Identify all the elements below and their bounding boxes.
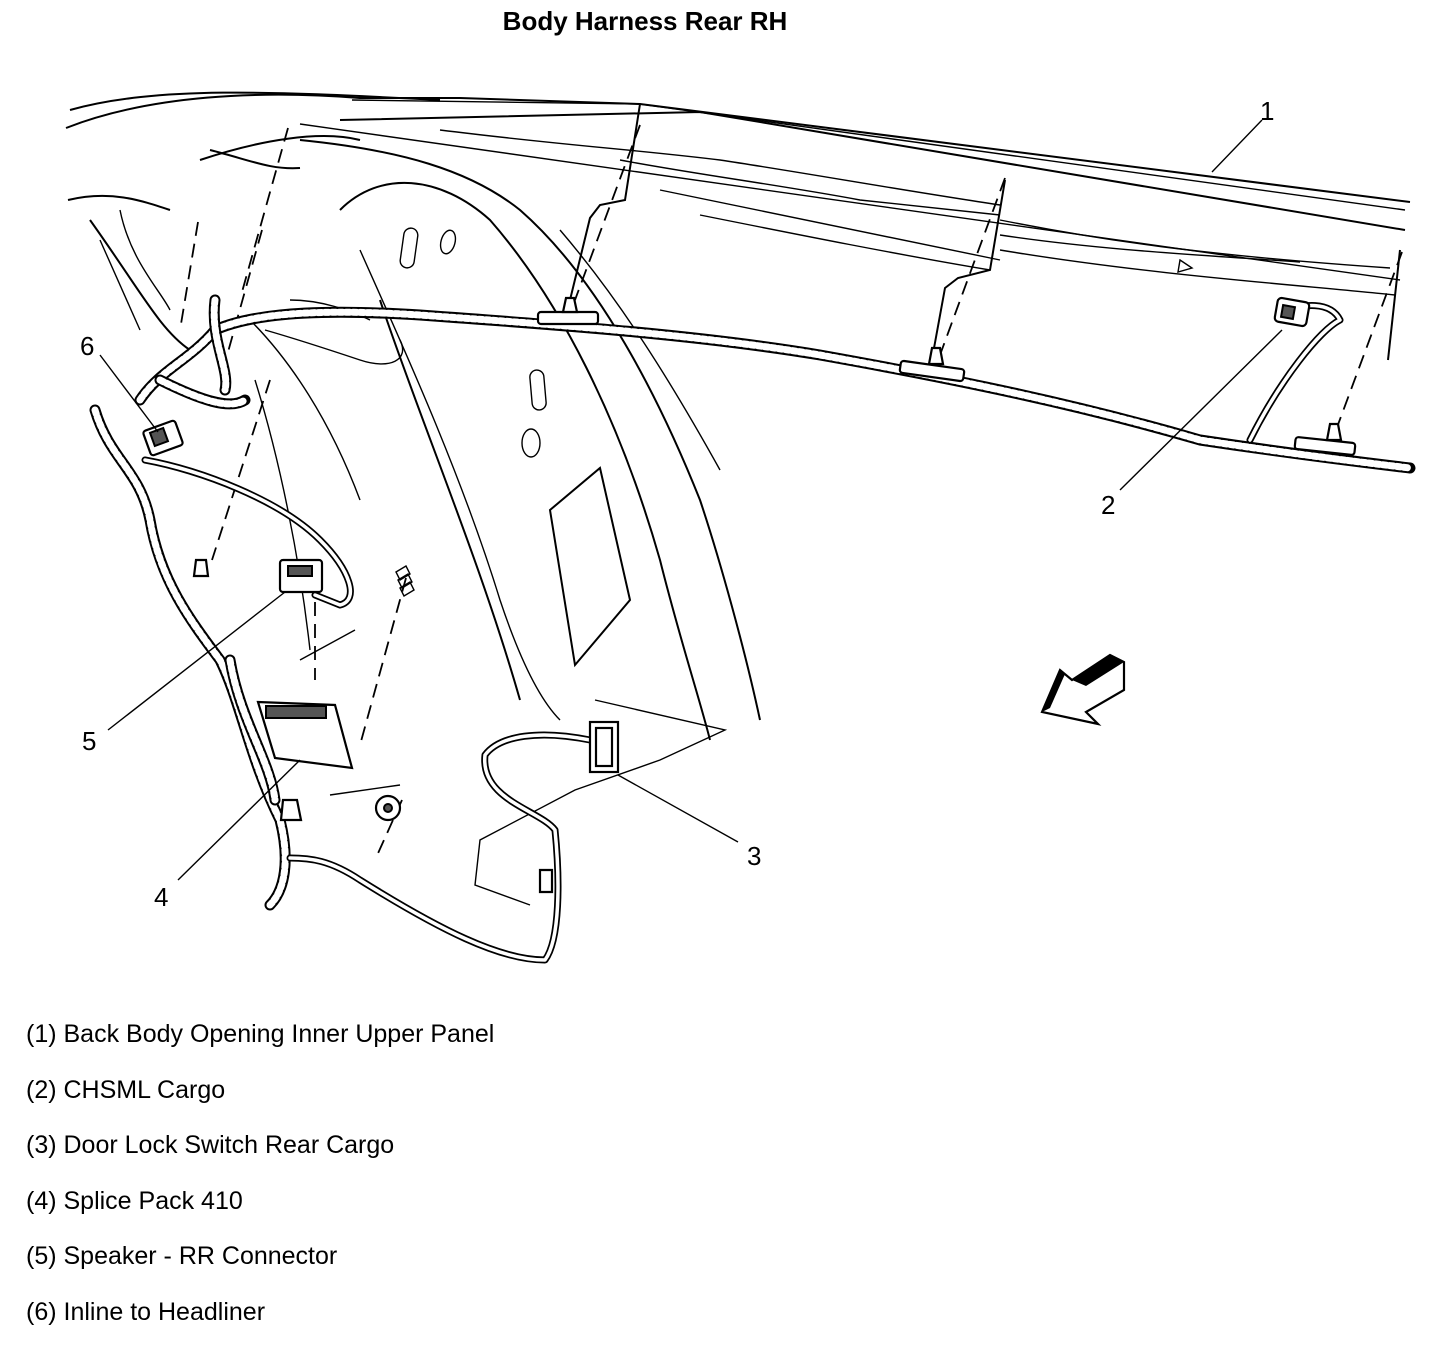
body-pillar xyxy=(67,135,761,741)
harness-diagram: 1 2 3 4 5 6 xyxy=(65,91,1416,964)
legend-item: (1) Back Body Opening Inner Upper Panel xyxy=(26,1020,495,1048)
upper-panel xyxy=(65,91,1411,371)
fastener-lines xyxy=(179,124,1403,906)
legend-item: (4) Splice Pack 410 xyxy=(26,1186,243,1215)
harness-clips xyxy=(192,296,1357,894)
callout-1: 1 xyxy=(1260,96,1274,126)
diagram-title: Body Harness Rear RH xyxy=(502,6,788,36)
callout-2: 2 xyxy=(1101,490,1115,520)
branch-wires xyxy=(141,302,1344,964)
legend-item: (6) Inline to Headliner xyxy=(26,1297,266,1326)
connectors xyxy=(142,296,1311,822)
legend-item: (5) Speaker - RR Connector xyxy=(26,1242,338,1271)
callout-5: 5 xyxy=(82,726,96,756)
callout-4: 4 xyxy=(154,882,168,912)
main-harness xyxy=(89,294,1416,911)
legend-item: (3) Door Lock Switch Rear Cargo xyxy=(26,1131,395,1160)
callout-6: 6 xyxy=(80,331,94,361)
legend-item: (2) CHSML Cargo xyxy=(26,1075,226,1104)
leader-lines xyxy=(99,119,1283,881)
callout-3: 3 xyxy=(747,841,761,871)
legend: (1) Back Body Opening Inner Upper Panel … xyxy=(26,1016,494,1350)
